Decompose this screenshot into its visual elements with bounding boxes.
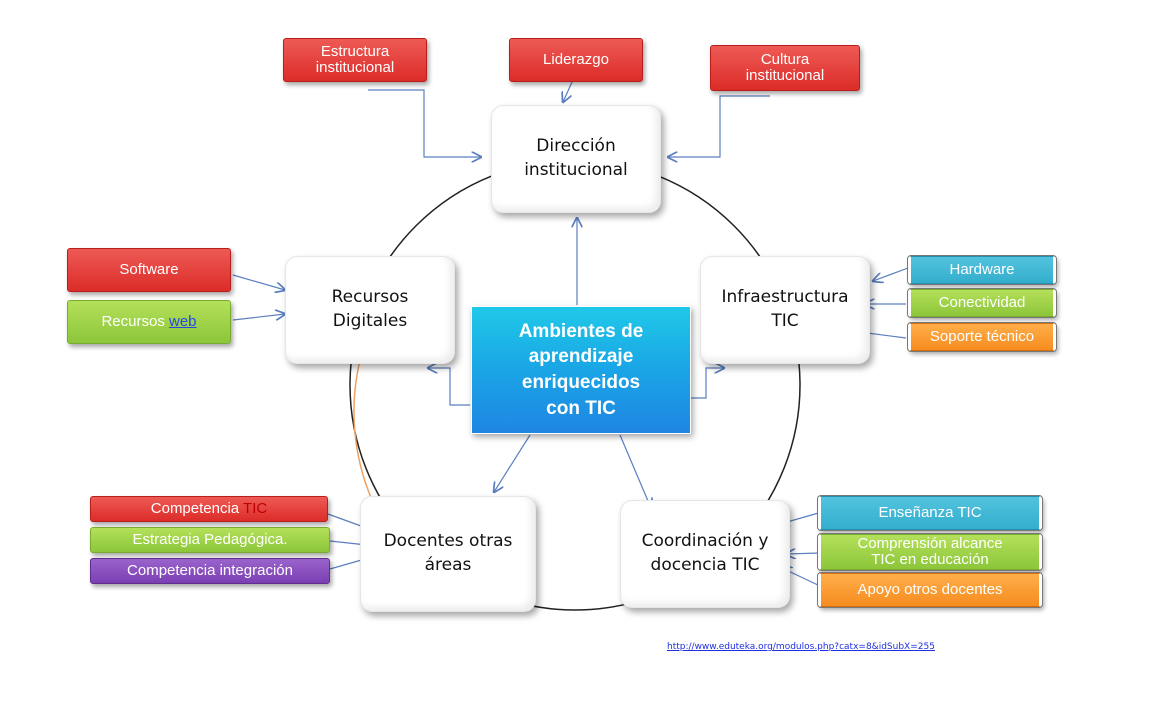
node-coordinacion-line1: Coordinación y [641, 531, 769, 552]
web-link[interactable]: web [169, 313, 197, 331]
arrow-web-to-recursos [232, 314, 285, 321]
node-docentes-line1: Docentes otras [383, 531, 513, 552]
tag-conectividad: Conectividad [907, 288, 1057, 318]
arrow-cultura-to-direccion [668, 95, 770, 157]
tag-competencia-integracion: Competencia integración [90, 558, 330, 584]
center-line1: Ambientes de [518, 320, 644, 342]
tag-apoyo-label: Apoyo otros docentes [857, 581, 1003, 599]
node-docentes-line2: áreas [424, 555, 472, 575]
tag-comprension-line2: TIC en educación [871, 551, 989, 568]
tag-estructura-line1: Estructura [320, 43, 390, 61]
arrow-software-to-recursos [232, 274, 285, 290]
node-coordinacion-line2: docencia TIC [650, 555, 760, 575]
tag-comprension-line1: Comprensión alcance [857, 535, 1003, 553]
tag-estructura-line2: institucional [315, 59, 395, 76]
node-direccion-line2: institucional [524, 160, 628, 180]
tag-competencia-tic-prefix: Competencia [150, 500, 244, 518]
tag-soporte-tecnico: Soporte técnico [907, 322, 1057, 352]
tag-liderazgo-label: Liderazgo [543, 51, 609, 69]
source-url-link[interactable]: http://www.eduteka.org/modulos.php?catx=… [667, 642, 935, 652]
node-infraestructura-line2: TIC [771, 311, 799, 331]
center-line2: aprendizaje [528, 346, 634, 368]
tag-estrategia-label: Estrategia Pedagógica. [132, 531, 288, 549]
center-line3: enriquecidos [521, 372, 641, 393]
tag-competencia-tic: Competencia TIC [90, 496, 328, 522]
tag-software-label: Software [119, 261, 179, 279]
arrow-center-to-infraestructura [690, 368, 724, 399]
center-line4: con TIC [546, 397, 616, 419]
orange-arc-segment [353, 359, 373, 501]
tag-soporte-label: Soporte técnico [929, 328, 1035, 346]
arrow-hardware-to-infra [873, 267, 909, 281]
arrow-liderazgo-to-direccion [563, 81, 573, 102]
tag-hardware-label: Hardware [949, 261, 1015, 279]
node-direccion-institucional: Dirección institucional [491, 105, 661, 213]
arrow-center-to-docentes [494, 434, 531, 492]
tag-conectividad-label: Conectividad [938, 294, 1026, 312]
tag-estrategia-pedagogica: Estrategia Pedagógica. [90, 527, 330, 553]
tag-recursos-web-prefix: Recursos [101, 313, 169, 331]
tag-competencia-tic-suffix: TIC [243, 500, 268, 518]
arrow-center-to-recursos [428, 368, 470, 406]
node-coordinacion-docencia: Coordinación y docencia TIC [620, 500, 790, 608]
tag-apoyo-docentes: Apoyo otros docentes [817, 572, 1043, 608]
arrow-estructura-to-direccion [368, 89, 481, 157]
center-node-ambientes: Ambientes de aprendizaje enriquecidos co… [471, 306, 691, 434]
tag-cultura-line1: Cultura [760, 51, 810, 69]
arrow-center-to-coordinacion [619, 434, 651, 508]
tag-liderazgo: Liderazgo [509, 38, 643, 82]
tag-ensenanza-label: Enseñanza TIC [878, 504, 982, 522]
node-docentes-otras-areas: Docentes otras áreas [360, 496, 536, 612]
node-recursos-line2: Digitales [332, 311, 408, 331]
node-infraestructura-line1: Infraestructura [721, 287, 849, 308]
tag-software: Software [67, 248, 231, 292]
arrow-comprension-to-coord [786, 553, 821, 554]
tag-integracion-label: Competencia integración [127, 562, 293, 580]
tag-cultura-line2: institucional [745, 67, 825, 84]
node-recursos-line1: Recursos [331, 287, 409, 308]
tag-recursos-web: Recursos web [67, 300, 231, 344]
tag-ensenanza-tic: Enseñanza TIC [817, 495, 1043, 531]
tag-hardware: Hardware [907, 255, 1057, 285]
node-direccion-line1: Dirección [536, 136, 616, 157]
